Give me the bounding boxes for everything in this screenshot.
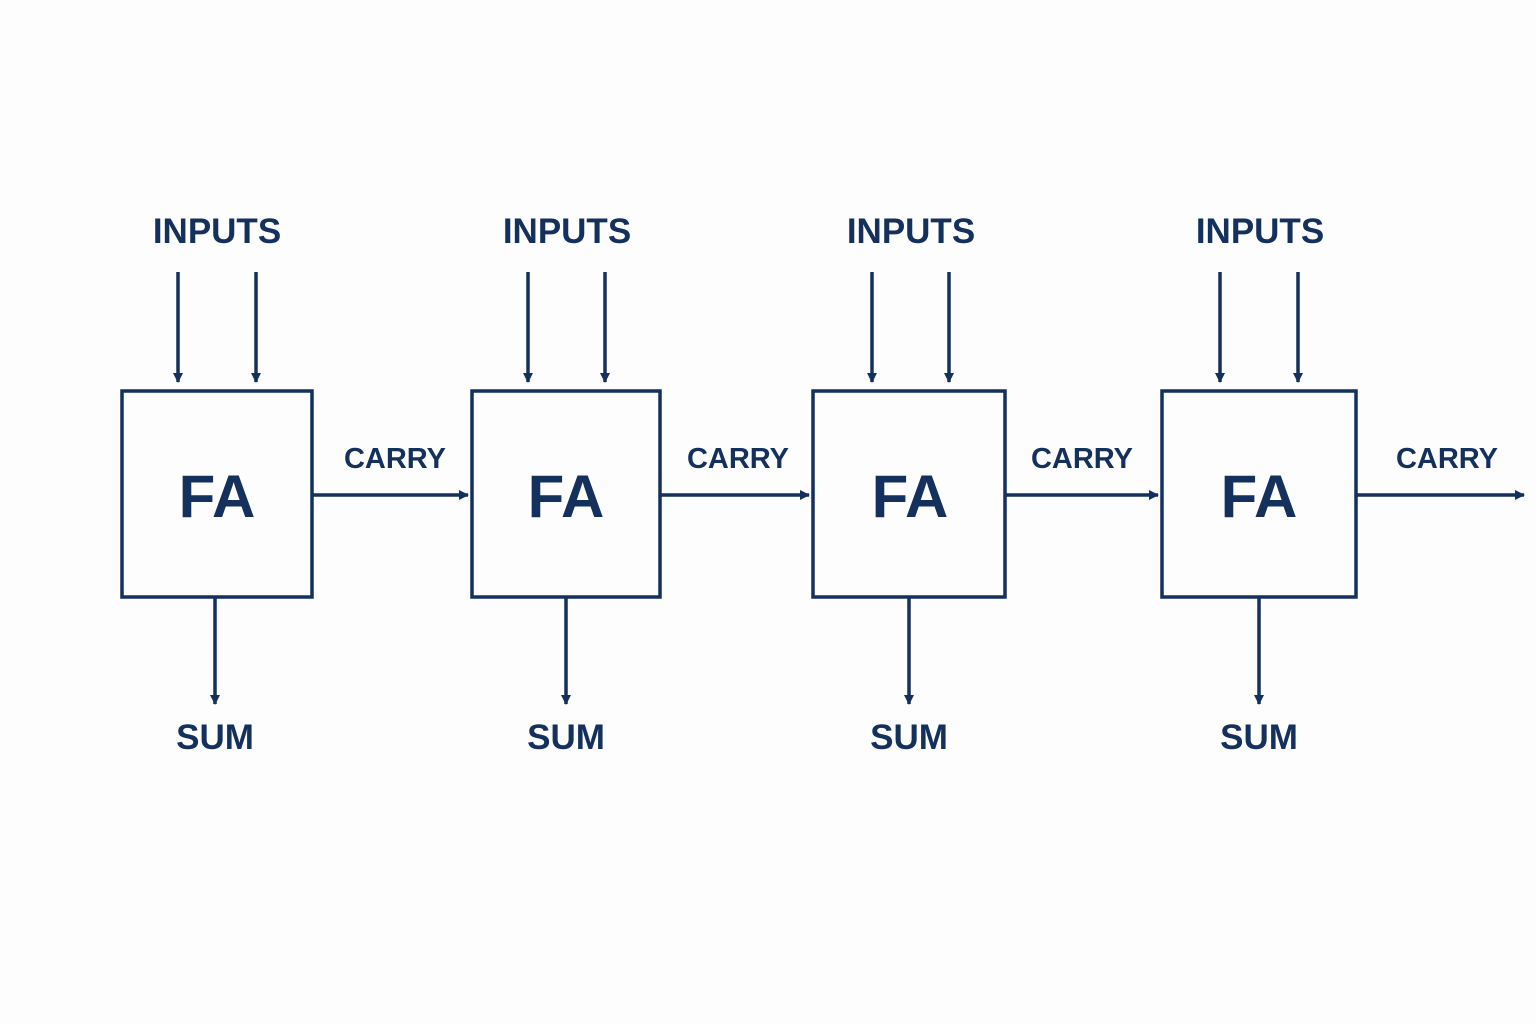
inputs-label: INPUTS [847, 212, 975, 251]
stage-2: INPUTS FA SUM CARRY [470, 212, 810, 757]
sum-label: SUM [527, 718, 605, 757]
inputs-label: INPUTS [1196, 212, 1324, 251]
sum-label: SUM [870, 718, 948, 757]
carry-label: CARRY [344, 443, 446, 475]
stage-3: INPUTS FA SUM CARRY [811, 212, 1159, 757]
sum-label: SUM [176, 718, 254, 757]
full-adder-label: FA [1221, 463, 1298, 530]
sum-label: SUM [1220, 718, 1298, 757]
full-adder-label: FA [179, 463, 256, 530]
stage-1: INPUTS FA SUM CARRY [120, 212, 469, 757]
inputs-label: INPUTS [503, 212, 631, 251]
stage-4: INPUTS FA SUM CARRY [1160, 212, 1525, 757]
carry-label: CARRY [687, 443, 789, 475]
carry-label: CARRY [1031, 443, 1133, 475]
carry-label: CARRY [1396, 443, 1498, 475]
full-adder-label: FA [872, 463, 949, 530]
inputs-label: INPUTS [153, 212, 281, 251]
full-adder-label: FA [528, 463, 605, 530]
